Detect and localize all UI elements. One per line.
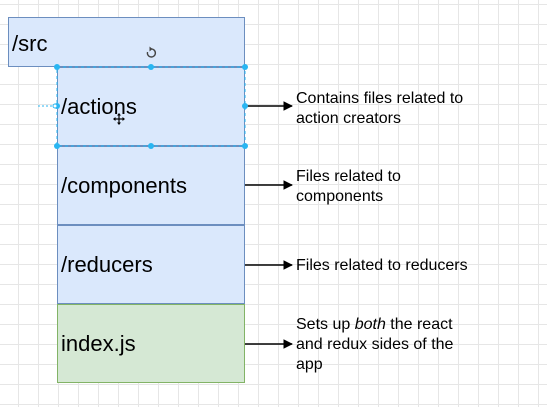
index-annotation: Sets up both the react and redux sides o… <box>296 315 453 375</box>
reducers-folder-label: /reducers <box>61 251 153 277</box>
index-file-label: index.js <box>61 330 136 356</box>
selection-handle-top-right[interactable] <box>242 64 248 70</box>
index-annotation-line-3: app <box>296 356 323 373</box>
selection-handle-top-left[interactable] <box>54 64 60 70</box>
actions-annotation-line-2: action creators <box>296 110 401 127</box>
connection-point[interactable] <box>52 103 58 109</box>
components-annotation-line-1: Files related to <box>296 168 401 185</box>
index-annotation-text-a: Sets up <box>296 316 355 333</box>
rotate-handle-icon[interactable] <box>146 46 157 58</box>
selection-outline <box>56 66 246 147</box>
reducers-folder-box[interactable]: /reducers <box>57 225 245 304</box>
index-annotation-line-2: and redux sides of the <box>296 336 454 353</box>
actions-annotation: Contains files related to action creator… <box>296 89 463 129</box>
components-annotation: Files related to components <box>296 167 401 207</box>
components-folder-label: /components <box>61 172 187 198</box>
index-file-box[interactable]: index.js <box>57 304 245 383</box>
components-annotation-line-2: components <box>296 188 384 205</box>
reducers-annotation-line-1: Files related to reducers <box>296 257 468 274</box>
components-folder-box[interactable]: /components <box>57 146 245 225</box>
actions-folder-label: /actions <box>61 93 137 119</box>
index-annotation-line-1: Sets up both the react <box>296 315 453 335</box>
src-folder-box[interactable]: /src <box>8 17 245 67</box>
selection-handle-bottom-right[interactable] <box>242 143 248 149</box>
src-folder-label: /src <box>12 31 48 56</box>
actions-annotation-line-1: Contains files related to <box>296 90 464 107</box>
reducers-annotation: Files related to reducers <box>296 256 468 276</box>
selection-handle-bottom[interactable] <box>148 143 154 149</box>
index-annotation-emphasis: both <box>354 316 386 333</box>
selection-handle-right[interactable] <box>242 103 248 109</box>
selection-handle-bottom-left[interactable] <box>54 143 60 149</box>
move-cursor-icon <box>113 113 125 125</box>
index-annotation-text-b: the react <box>385 316 453 333</box>
selection-handle-top[interactable] <box>148 64 154 70</box>
